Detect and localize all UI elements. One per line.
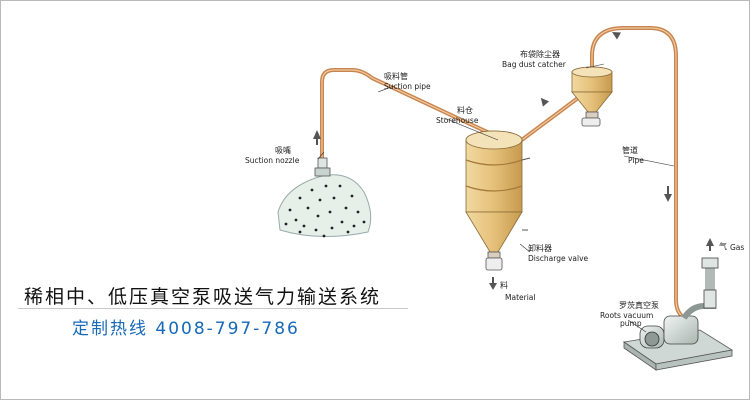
material-label-cn: 料 (500, 280, 508, 290)
pipe-label-cn: 管道 (622, 145, 638, 155)
material-pile (277, 174, 372, 238)
roots-vacuum-pump (622, 257, 734, 371)
suction-pipe-label-cn: 吸料管 (384, 71, 408, 81)
roots-pump-label-cn: 罗茨真空泵 (619, 300, 659, 310)
suction-nozzle-label-en: Suction nozzle (245, 156, 300, 165)
discharge-valve-label-cn: 卸料器 (528, 243, 552, 253)
suction-pipe-label-en: Suction pipe (384, 82, 431, 91)
gas-label-cn: 气 (719, 241, 727, 251)
suction-nozzle (314, 157, 331, 177)
flow-arrow-icon (540, 97, 550, 107)
gas-label-en: Gas (730, 243, 744, 252)
roots-pump-label-en-1: Roots vacuum (600, 311, 653, 320)
banner-divider (18, 308, 408, 309)
bag-dust-catcher (571, 66, 613, 127)
storehouse (465, 130, 531, 271)
bag-dust-catcher-label-en: Bag dust catcher (502, 60, 567, 69)
storehouse-label-en: Storehouse (436, 116, 479, 125)
pipe-label-en: Pipe (628, 156, 644, 165)
flow-arrow-icon (313, 130, 321, 145)
flow-arrow-icon (664, 186, 672, 202)
material-label-en: Material (505, 293, 535, 302)
roots-pump-label-en-2: pump (620, 319, 642, 328)
storehouse-label-cn: 料仓 (457, 105, 473, 115)
bag-dust-catcher-label-cn: 布袋除尘器 (520, 49, 560, 59)
flow-arrow-icon (706, 238, 714, 251)
flow-arrow-icon (489, 277, 497, 290)
discharge-valve-label-en: Discharge valve (528, 254, 589, 263)
info-banner: 稀相中、低压真空泵吸送气力输送系统 定制热线 4008-797-786 (10, 266, 408, 339)
flow-arrow-icon (612, 32, 621, 40)
banner-hotline: 定制热线 4008-797-786 (72, 319, 300, 339)
banner-title: 稀相中、低压真空泵吸送气力输送系统 (24, 286, 382, 308)
suction-nozzle-label-cn: 吸嘴 (275, 145, 291, 155)
